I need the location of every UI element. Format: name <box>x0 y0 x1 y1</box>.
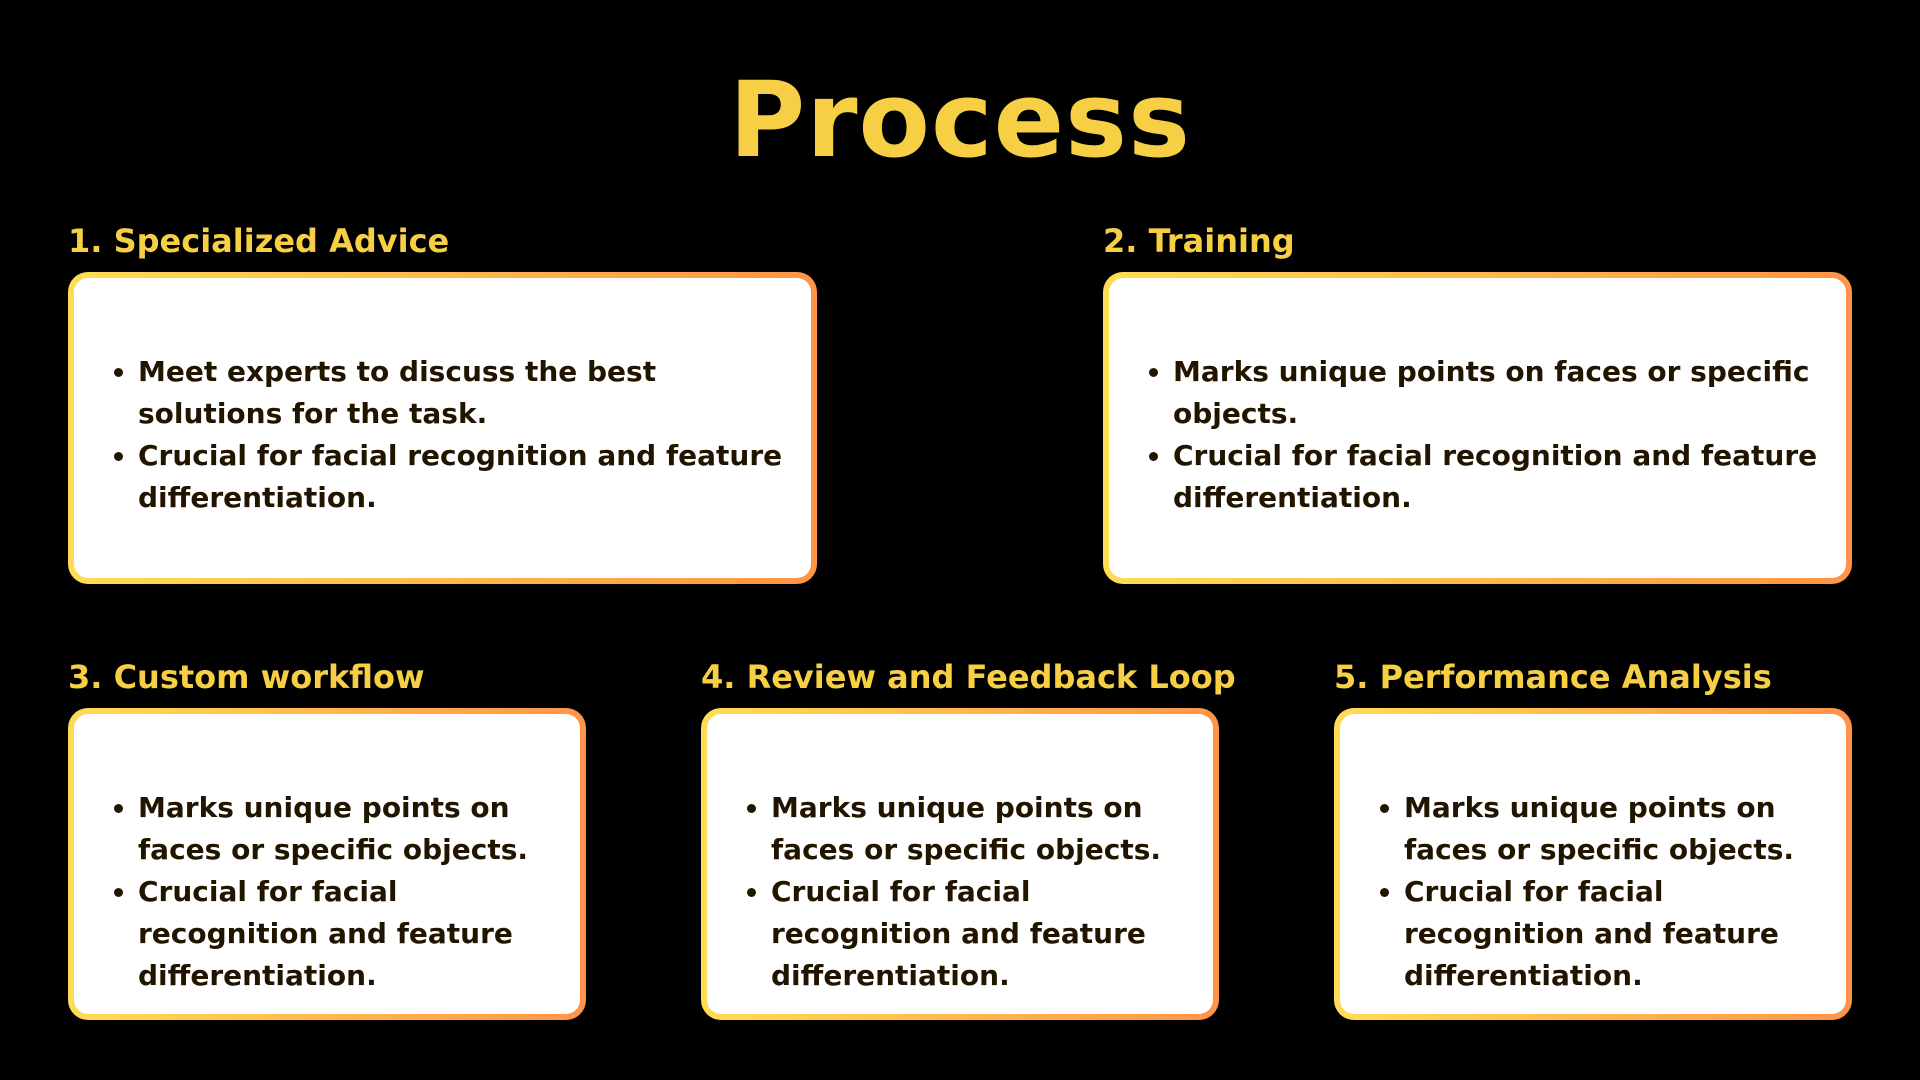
step-1-card: Meet experts to discuss the best solutio… <box>68 272 817 584</box>
step-2-card: Marks unique points on faces or specific… <box>1103 272 1852 584</box>
step-1-bullet-2: Crucial for facial recognition and featu… <box>138 435 801 519</box>
step-4-bullet-list: Marks unique points on faces or specific… <box>740 787 1203 997</box>
step-1-bullet-1: Meet experts to discuss the best solutio… <box>138 351 801 435</box>
step-1-bullet-list: Meet experts to discuss the best solutio… <box>107 351 801 519</box>
step-3-bullet-2: Crucial for facial recognition and featu… <box>138 871 570 997</box>
step-5-bullet-1: Marks unique points on faces or specific… <box>1404 787 1836 871</box>
step-1-card-body: Meet experts to discuss the best solutio… <box>74 278 811 578</box>
step-5-card-body: Marks unique points on faces or specific… <box>1340 714 1846 1014</box>
step-4-bullet-2: Crucial for facial recognition and featu… <box>771 871 1203 997</box>
step-2-bullet-1: Marks unique points on faces or specific… <box>1173 351 1836 435</box>
step-4-card: Marks unique points on faces or specific… <box>701 708 1219 1020</box>
step-5-bullet-list: Marks unique points on faces or specific… <box>1373 787 1836 997</box>
step-1-title: 1. Specialized Advice <box>68 222 450 260</box>
step-3-card-body: Marks unique points on faces or specific… <box>74 714 580 1014</box>
step-2-bullet-2: Crucial for facial recognition and featu… <box>1173 435 1836 519</box>
step-4-bullet-1: Marks unique points on faces or specific… <box>771 787 1203 871</box>
step-2-card-body: Marks unique points on faces or specific… <box>1109 278 1846 578</box>
step-4-card-body: Marks unique points on faces or specific… <box>707 714 1213 1014</box>
step-3-bullet-list: Marks unique points on faces or specific… <box>107 787 570 997</box>
step-5-bullet-2: Crucial for facial recognition and featu… <box>1404 871 1836 997</box>
step-3-title: 3. Custom workflow <box>68 658 425 696</box>
step-4-title: 4. Review and Feedback Loop <box>701 658 1236 696</box>
step-3-card: Marks unique points on faces or specific… <box>68 708 586 1020</box>
step-3-bullet-1: Marks unique points on faces or specific… <box>138 787 570 871</box>
step-5-card: Marks unique points on faces or specific… <box>1334 708 1852 1020</box>
page-title: Process <box>729 59 1191 181</box>
step-2-title: 2. Training <box>1103 222 1295 260</box>
step-5-title: 5. Performance Analysis <box>1334 658 1772 696</box>
step-2-bullet-list: Marks unique points on faces or specific… <box>1142 351 1836 519</box>
